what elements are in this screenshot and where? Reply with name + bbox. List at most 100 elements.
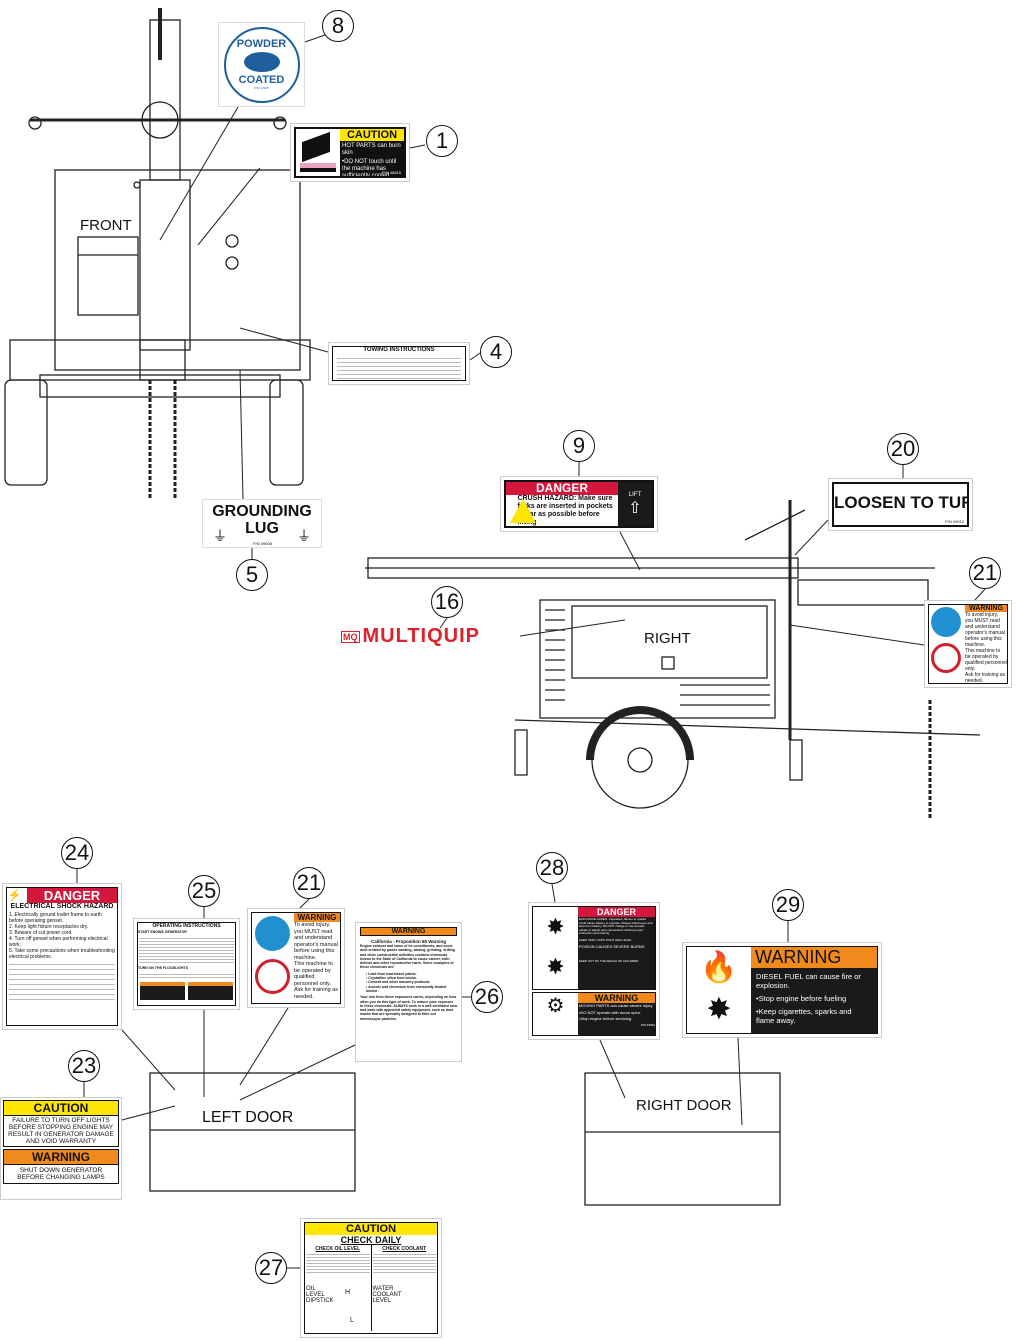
list-item: • Cement and other masonry products.: [366, 980, 431, 985]
manual-warning-decal: WARNING To avoid injury, you MUST read a…: [924, 600, 1012, 688]
callout-21-door: 21: [293, 867, 325, 899]
coolant-level-label: WATER COOLANT LEVEL: [372, 1286, 402, 1304]
part-number: P/N 49012: [945, 519, 964, 524]
shock-icon: ⚡: [7, 888, 22, 902]
read-manual-icon: [252, 913, 294, 1003]
crush-hazard-danger-decal: DANGER CRUSH HAZARD: Make sure forks are…: [500, 476, 658, 532]
warning-text-3: Ask for training as needed.: [294, 987, 339, 1000]
front-view-label: FRONT: [80, 217, 132, 234]
mini-warning-decal: [140, 982, 185, 1000]
part-number: P/N 49022: [640, 1022, 655, 1027]
diesel-text: DIESEL FUEL can cause fire or explosion.: [756, 972, 861, 990]
callout-29: 29: [772, 889, 804, 921]
list-item: • Lead from lead-based paints.: [366, 971, 417, 976]
callout-1: 1: [426, 125, 458, 157]
left-door-label: LEFT DOOR: [202, 1109, 294, 1126]
powder-coated-decal: POWDER COATED P/N 12345: [218, 22, 305, 107]
no-hand-icon: [255, 959, 290, 994]
towing-header: TOWING INSTRUCTIONS: [363, 347, 435, 353]
diesel-fuel-warning-decal: 🔥✸ WARNING DIESEL FUEL can cause fire or…: [682, 942, 882, 1038]
caution-text: FAILURE TO TURN OFF LIGHTS BEFORE STOPPI…: [8, 1117, 114, 1145]
right-door-label: RIGHT DOOR: [636, 1097, 732, 1114]
callout-25: 25: [188, 875, 220, 907]
danger-header: DANGER: [506, 482, 618, 495]
list-item: 4. Turn off genset when performing elect…: [9, 936, 108, 948]
warning-text-1: To avoid injury, you MUST read and under…: [965, 612, 1005, 648]
oil-dipstick-label: OIL LEVEL DIPSTICK: [306, 1286, 334, 1304]
front-view-trailer: [4, 8, 311, 500]
callout-23: 23: [68, 1050, 100, 1082]
callout-8: 8: [322, 10, 354, 42]
callout-5: 5: [236, 559, 268, 591]
warning-header: WARNING: [751, 947, 877, 968]
lug-text: LUG: [245, 520, 279, 537]
mini-warning-decal: [188, 982, 233, 1000]
no-hand-icon: [931, 643, 961, 673]
warning-text-3: Ask for training as needed.: [965, 672, 1006, 684]
part-number: P/N 49008: [253, 541, 272, 546]
poison-text: POISON CAUSES SEVERE BURNS: [579, 943, 645, 949]
leader-lines: [76, 34, 986, 1269]
check-daily-title: CHECK DAILY: [340, 1235, 402, 1245]
coolant-title: CHECK COOLANT: [382, 1246, 427, 1252]
crush-warning-icon: [506, 495, 536, 526]
prop65-text: Engine exhaust and some of its constitue…: [360, 944, 455, 970]
start-engine-title: START ENGINE GENERATOR: [138, 930, 187, 934]
list-item: 2. Keep light fixture receptacles dry.: [9, 924, 89, 930]
explosion-icon: ✸✸: [546, 914, 565, 979]
warning-header: WARNING: [294, 913, 340, 922]
danger-header: DANGER: [578, 907, 655, 917]
fire-icon: 🔥✸: [700, 951, 738, 1026]
callout-9: 9: [563, 430, 595, 462]
hot-hand-icon: [296, 129, 340, 176]
diesel-text: •Keep cigarettes, sparks and flame away.: [756, 1007, 852, 1025]
part-number: P/N 12345: [254, 86, 269, 90]
mountain-logo-icon: [243, 52, 280, 72]
lift-text: LIFT: [628, 492, 642, 498]
moving-parts-icon: ⚙: [546, 995, 565, 1017]
callout-21: 21: [969, 557, 1001, 589]
list-item: 5. Take some precautions when troublesho…: [9, 948, 115, 960]
warning-text-2: This machine to be operated by qualified…: [965, 648, 1007, 672]
battery-danger-warning-decal: ✸✸ DANGER EXPLOSIVE GASES. Cigarettes, f…: [528, 902, 660, 1040]
oil-title: CHECK OIL LEVEL: [315, 1246, 361, 1252]
callout-16: 16: [431, 586, 463, 618]
loosen-to-turn-decal: LOOSEN TO TURN P/N 49012: [828, 478, 973, 531]
grounding-text: GROUNDING: [212, 503, 312, 520]
callout-4: 4: [480, 336, 512, 368]
danger-text: KEEP OUT OF THE REACH OF CHILDREN: [579, 958, 639, 963]
electrical-items: 1. Electrically ground trailer frame to …: [7, 910, 117, 1002]
part-number: P/N 48816: [382, 170, 401, 175]
callout-26: 26: [471, 981, 503, 1013]
grounding-lug-decal: GROUNDING LUG ⏚ ⏚ P/N 49008: [202, 499, 322, 548]
caution-header: CAUTION: [340, 129, 404, 141]
warning-text: •DO NOT operate with doors open.: [579, 1009, 642, 1015]
loosen-text: LOOSEN TO TURN: [834, 493, 967, 512]
powder-text: POWDER: [236, 38, 287, 50]
prop65-warning-decal: WARNING California - Proposition 65 Warn…: [355, 922, 462, 1062]
right-view-trailer: [365, 500, 981, 820]
diesel-text: •Stop engine before fueling: [756, 994, 847, 1003]
caution-header: CAUTION: [4, 1101, 118, 1116]
mq-mark: MQ: [341, 630, 360, 643]
check-daily-caution-decal: CAUTION CHECK DAILY CHECK OIL LEVEL OIL …: [300, 1218, 442, 1338]
low-mark: L: [350, 1317, 354, 1324]
warning-header: WARNING: [965, 605, 1007, 612]
callout-27: 27: [255, 1252, 287, 1284]
manual-warning-decal-door: WARNING To avoid injury, you MUST read a…: [247, 908, 345, 1008]
multiquip-text: MULTIQUIP: [362, 625, 481, 647]
warning-text: MOVING PARTS can cause severe injury.: [579, 1003, 654, 1008]
callout-24: 24: [61, 837, 93, 869]
ground-symbol-icon: ⏚: [213, 528, 227, 544]
warning-header: WARNING: [4, 1150, 118, 1165]
danger-header: DANGER: [27, 888, 117, 903]
danger-text: KEEP VENT CAPS TIGHT AND LEVEL: [579, 937, 632, 942]
ground-symbol-icon: ⏚: [297, 528, 311, 544]
do-not-touch-text: •DO NOT touch until the machine has suff…: [342, 159, 397, 178]
warning-header: WARNING: [578, 993, 655, 1003]
danger-text: EXPLOSIVE GASES. Cigarettes, flames or s…: [579, 917, 653, 936]
right-view-label: RIGHT: [644, 630, 691, 647]
warning-text: SHUT DOWN GENERATOR BEFORE CHANGING LAMP…: [17, 1167, 105, 1181]
multiquip-logo: MQ MULTIQUIP: [341, 625, 480, 648]
